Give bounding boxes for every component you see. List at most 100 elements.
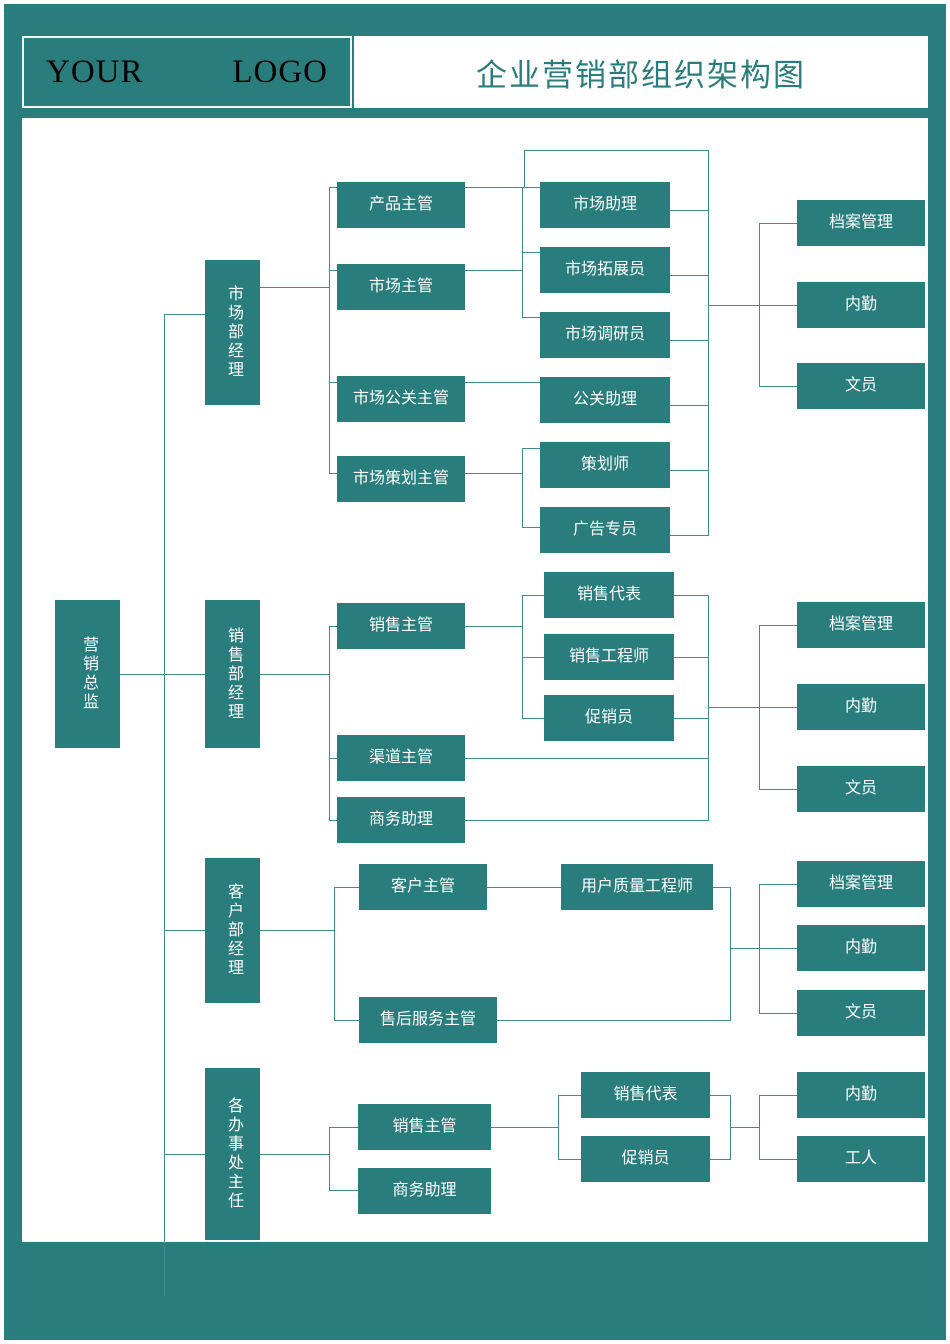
connector-customer-to-aftersales [334, 1020, 359, 1021]
connector-bus1-researcher [522, 317, 540, 318]
node-quality-engineer[interactable]: 用户质量工程师 [561, 864, 713, 910]
connector-office-to-salessup [329, 1127, 358, 1128]
connector-spine-customer [164, 930, 206, 931]
node-channel-supervisor[interactable]: 渠道主管 [337, 735, 465, 781]
connector-pr-assistant [465, 382, 540, 383]
node-market-supervisor[interactable]: 市场主管 [337, 264, 465, 310]
connector-prassistant-right [670, 405, 709, 406]
connector-msupport-inner [759, 305, 797, 306]
connector-custsup-quality [487, 887, 561, 888]
connector-office-support-in [730, 1127, 760, 1128]
connector-sales-support-in [708, 707, 760, 708]
node-office-inner-clerk[interactable]: 内勤 [797, 1072, 925, 1118]
connector-salessup-out [465, 626, 523, 627]
node-aftersales-supervisor[interactable]: 售后服务主管 [359, 997, 497, 1043]
node-pr-supervisor[interactable]: 市场公关主管 [337, 376, 465, 422]
node-office-promoter[interactable]: 促销员 [581, 1136, 710, 1182]
node-sales-rep[interactable]: 销售代表 [544, 572, 674, 618]
node-office-sales-rep[interactable]: 销售代表 [581, 1072, 710, 1118]
connector-rep-right [674, 595, 709, 596]
connector-opromoter-right [710, 1159, 730, 1160]
connector-product-right [465, 187, 525, 188]
connector-csupport-file [759, 884, 797, 885]
connector-market-to-pr [329, 382, 338, 383]
node-sales-clerk[interactable]: 文员 [797, 766, 925, 812]
node-market-file-admin[interactable]: 档案管理 [797, 200, 925, 246]
connector-market-to-planning [329, 473, 338, 474]
connector-bizassistant-right [465, 820, 709, 821]
node-planner[interactable]: 策划师 [540, 442, 670, 488]
connector-msupport-file [759, 223, 797, 224]
connector-bus1-developer [522, 252, 540, 253]
node-business-assistant[interactable]: 商务助理 [337, 797, 465, 843]
node-planning-supervisor[interactable]: 市场策划主管 [337, 456, 465, 502]
connector-sales-to-supervisor [329, 626, 338, 627]
node-customer-clerk[interactable]: 文员 [797, 990, 925, 1036]
connector-obus-promoter [558, 1159, 581, 1160]
node-pr-assistant[interactable]: 公关助理 [540, 377, 670, 423]
node-office-worker[interactable]: 工人 [797, 1136, 925, 1182]
connector-product-up [524, 150, 525, 188]
logo-placeholder: YOUR LOGO [22, 36, 352, 108]
node-office-business-assistant[interactable]: 商务助理 [358, 1168, 491, 1214]
node-market-researcher[interactable]: 市场调研员 [540, 312, 670, 358]
connector-market-to-marketsup [329, 270, 338, 271]
connector-bus2-planner [522, 448, 540, 449]
connector-bus1-assistant [522, 187, 540, 188]
connector-csupport-inner [759, 948, 797, 949]
node-promoter[interactable]: 促销员 [544, 695, 674, 741]
node-customer-manager[interactable]: 客户部经理 [205, 858, 260, 1003]
connector-planner-right [670, 470, 709, 471]
connector-sbus-engineer [522, 657, 544, 658]
node-ad-specialist[interactable]: 广告专员 [540, 507, 670, 553]
logo-word-right: LOGO [232, 53, 328, 90]
connector-channel-right [465, 758, 709, 759]
connector-office-bus [329, 1127, 330, 1191]
org-chart-canvas: 营销总监 市场部经理 销售部经理 客户部经理 各办事处主任 产品主管 市场主管 … [22, 118, 928, 1296]
connector-promoter-right [674, 718, 709, 719]
node-market-clerk[interactable]: 文员 [797, 363, 925, 409]
title-container: 企业营销部组织架构图 [354, 36, 928, 108]
connector-sbus-rep [522, 595, 544, 596]
node-customer-file-admin[interactable]: 档案管理 [797, 861, 925, 907]
connector-sbus-promoter [522, 718, 544, 719]
connector-customer-out [260, 930, 335, 931]
connector-sales-right-bus [708, 595, 709, 821]
node-sales-engineer[interactable]: 销售工程师 [544, 634, 674, 680]
node-market-manager[interactable]: 市场部经理 [205, 260, 260, 405]
node-customer-office-clerk[interactable]: 内勤 [797, 925, 925, 971]
node-market-office-clerk[interactable]: 内勤 [797, 282, 925, 328]
connector-office-staff-bus [558, 1095, 559, 1160]
connector-customer-to-supervisor [334, 887, 359, 888]
connector-sales-to-bizassistant [329, 820, 338, 821]
connector-customer-bus [334, 887, 335, 1021]
connector-ssupport-file [759, 625, 797, 626]
connector-obus-rep [558, 1095, 581, 1096]
connector-planning-out [465, 473, 523, 474]
node-sales-manager[interactable]: 销售部经理 [205, 600, 260, 748]
node-sales-file-admin[interactable]: 档案管理 [797, 602, 925, 648]
node-office-sales-supervisor[interactable]: 销售主管 [358, 1104, 491, 1150]
connector-market-right-bus [708, 150, 709, 536]
node-sales-office-clerk[interactable]: 内勤 [797, 684, 925, 730]
node-sales-supervisor[interactable]: 销售主管 [337, 603, 465, 649]
connector-root-spine [164, 314, 165, 1296]
connector-market-support-in [708, 305, 760, 306]
page-title: 企业营销部组织架构图 [476, 57, 806, 93]
connector-customer-support-in [730, 948, 760, 949]
connector-staff-bus-2 [522, 448, 523, 528]
connector-orep-right [710, 1095, 730, 1096]
node-product-supervisor[interactable]: 产品主管 [337, 182, 465, 228]
node-market-developer[interactable]: 市场拓展员 [540, 247, 670, 293]
node-market-assistant[interactable]: 市场助理 [540, 182, 670, 228]
node-marketing-director[interactable]: 营销总监 [55, 600, 120, 748]
node-office-director[interactable]: 各办事处主任 [205, 1068, 260, 1240]
connector-ssupport-inner [759, 707, 797, 708]
connector-office-support-bus [759, 1095, 760, 1160]
connector-market-to-product [329, 187, 338, 188]
connector-spine-sales [164, 674, 206, 675]
connector-ad-right [670, 535, 709, 536]
connector-assistant-right [670, 210, 709, 211]
node-customer-supervisor[interactable]: 客户主管 [359, 864, 487, 910]
